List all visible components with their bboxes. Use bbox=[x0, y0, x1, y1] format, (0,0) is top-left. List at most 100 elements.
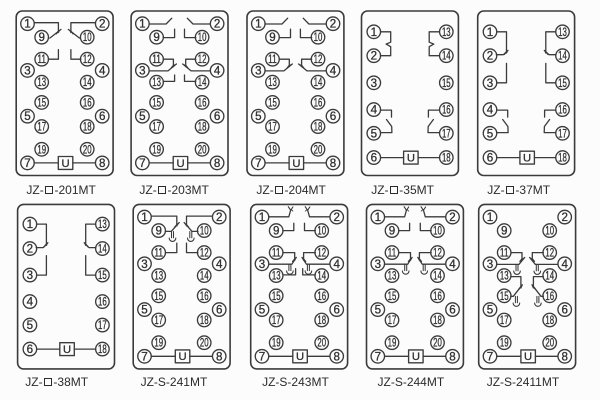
svg-text:U: U bbox=[296, 351, 304, 363]
svg-text:7: 7 bbox=[24, 157, 30, 170]
svg-text:6: 6 bbox=[330, 110, 336, 123]
svg-text:11: 11 bbox=[388, 247, 397, 260]
svg-text:16: 16 bbox=[317, 290, 326, 303]
svg-text:4: 4 bbox=[214, 64, 221, 77]
svg-text:12: 12 bbox=[83, 53, 92, 66]
svg-text:9: 9 bbox=[501, 225, 507, 238]
svg-text:13: 13 bbox=[442, 26, 451, 39]
svg-text:2: 2 bbox=[214, 18, 220, 31]
svg-text:8: 8 bbox=[99, 157, 105, 170]
svg-text:18: 18 bbox=[198, 121, 207, 134]
svg-text:14: 14 bbox=[442, 50, 451, 63]
svg-text:5: 5 bbox=[487, 127, 493, 140]
svg-text:6: 6 bbox=[214, 110, 220, 123]
svg-text:6: 6 bbox=[449, 304, 455, 317]
svg-text:8: 8 bbox=[333, 350, 339, 363]
svg-text:13: 13 bbox=[268, 76, 277, 89]
svg-text:3: 3 bbox=[259, 258, 265, 271]
svg-text:4: 4 bbox=[333, 258, 340, 271]
svg-text:5: 5 bbox=[259, 304, 265, 317]
svg-text:20: 20 bbox=[545, 337, 554, 350]
svg-text:1: 1 bbox=[487, 26, 493, 39]
svg-text:5: 5 bbox=[139, 110, 145, 123]
svg-text:U: U bbox=[292, 158, 300, 170]
svg-text:11: 11 bbox=[152, 53, 161, 66]
svg-text:5: 5 bbox=[371, 127, 377, 140]
svg-text:6: 6 bbox=[99, 110, 105, 123]
svg-text:18: 18 bbox=[442, 152, 451, 165]
svg-text:10: 10 bbox=[314, 31, 323, 44]
svg-text:15: 15 bbox=[98, 269, 107, 282]
svg-text:2: 2 bbox=[371, 50, 377, 63]
svg-text:2: 2 bbox=[449, 211, 455, 224]
svg-text:10: 10 bbox=[317, 225, 326, 238]
svg-text:15: 15 bbox=[388, 290, 397, 303]
svg-text:16: 16 bbox=[558, 104, 567, 117]
svg-text:3: 3 bbox=[371, 77, 377, 90]
svg-text:6: 6 bbox=[561, 304, 567, 317]
svg-text:14: 14 bbox=[558, 50, 567, 63]
svg-text:U: U bbox=[407, 153, 415, 165]
svg-text:6: 6 bbox=[216, 304, 222, 317]
svg-text:9: 9 bbox=[269, 31, 275, 44]
svg-text:8: 8 bbox=[216, 350, 222, 363]
svg-text:U: U bbox=[176, 158, 184, 170]
svg-text:11: 11 bbox=[272, 247, 281, 260]
svg-text:5: 5 bbox=[487, 304, 493, 317]
svg-text:8: 8 bbox=[561, 350, 567, 363]
svg-text:14: 14 bbox=[317, 270, 326, 283]
svg-text:14: 14 bbox=[200, 270, 209, 283]
svg-text:16: 16 bbox=[442, 104, 451, 117]
svg-text:19: 19 bbox=[272, 337, 281, 350]
svg-text:19: 19 bbox=[152, 143, 161, 156]
svg-text:3: 3 bbox=[27, 269, 33, 282]
svg-text:13: 13 bbox=[500, 270, 509, 283]
svg-text:3: 3 bbox=[487, 258, 493, 271]
svg-text:U: U bbox=[412, 351, 420, 363]
svg-text:4: 4 bbox=[27, 296, 34, 309]
svg-text:17: 17 bbox=[388, 314, 397, 327]
svg-text:11: 11 bbox=[500, 247, 509, 260]
svg-text:3: 3 bbox=[141, 258, 147, 271]
svg-text:4: 4 bbox=[216, 258, 223, 271]
svg-text:8: 8 bbox=[449, 350, 455, 363]
svg-text:10: 10 bbox=[200, 225, 209, 238]
svg-text:15: 15 bbox=[152, 96, 161, 109]
svg-text:7: 7 bbox=[487, 350, 493, 363]
svg-text:16: 16 bbox=[433, 290, 442, 303]
svg-text:1: 1 bbox=[141, 211, 147, 224]
svg-text:U: U bbox=[179, 351, 187, 363]
svg-text:2: 2 bbox=[27, 243, 33, 256]
svg-text:1: 1 bbox=[371, 26, 377, 39]
svg-text:16: 16 bbox=[198, 96, 207, 109]
svg-text:13: 13 bbox=[388, 270, 397, 283]
svg-text:17: 17 bbox=[152, 121, 161, 134]
svg-text:2: 2 bbox=[99, 18, 105, 31]
svg-text:3: 3 bbox=[139, 64, 145, 77]
svg-text:12: 12 bbox=[545, 247, 554, 260]
svg-text:4: 4 bbox=[330, 64, 337, 77]
svg-text:19: 19 bbox=[268, 143, 277, 156]
svg-text:18: 18 bbox=[83, 121, 92, 134]
svg-text:18: 18 bbox=[317, 314, 326, 327]
svg-text:U: U bbox=[524, 351, 532, 363]
svg-text:9: 9 bbox=[273, 225, 279, 238]
svg-text:15: 15 bbox=[558, 77, 567, 90]
svg-text:12: 12 bbox=[200, 247, 209, 260]
svg-text:19: 19 bbox=[37, 143, 46, 156]
svg-text:4: 4 bbox=[371, 104, 378, 117]
svg-text:19: 19 bbox=[154, 337, 163, 350]
svg-text:18: 18 bbox=[98, 343, 107, 356]
svg-text:18: 18 bbox=[545, 314, 554, 327]
svg-text:4: 4 bbox=[561, 258, 568, 271]
svg-text:20: 20 bbox=[200, 337, 209, 350]
svg-text:1: 1 bbox=[487, 211, 493, 224]
svg-text:15: 15 bbox=[37, 96, 46, 109]
svg-text:11: 11 bbox=[268, 53, 277, 66]
svg-text:17: 17 bbox=[442, 127, 451, 140]
svg-text:2: 2 bbox=[330, 18, 336, 31]
svg-text:7: 7 bbox=[259, 350, 265, 363]
svg-text:12: 12 bbox=[317, 247, 326, 260]
svg-text:2: 2 bbox=[216, 211, 222, 224]
svg-text:8: 8 bbox=[214, 157, 220, 170]
